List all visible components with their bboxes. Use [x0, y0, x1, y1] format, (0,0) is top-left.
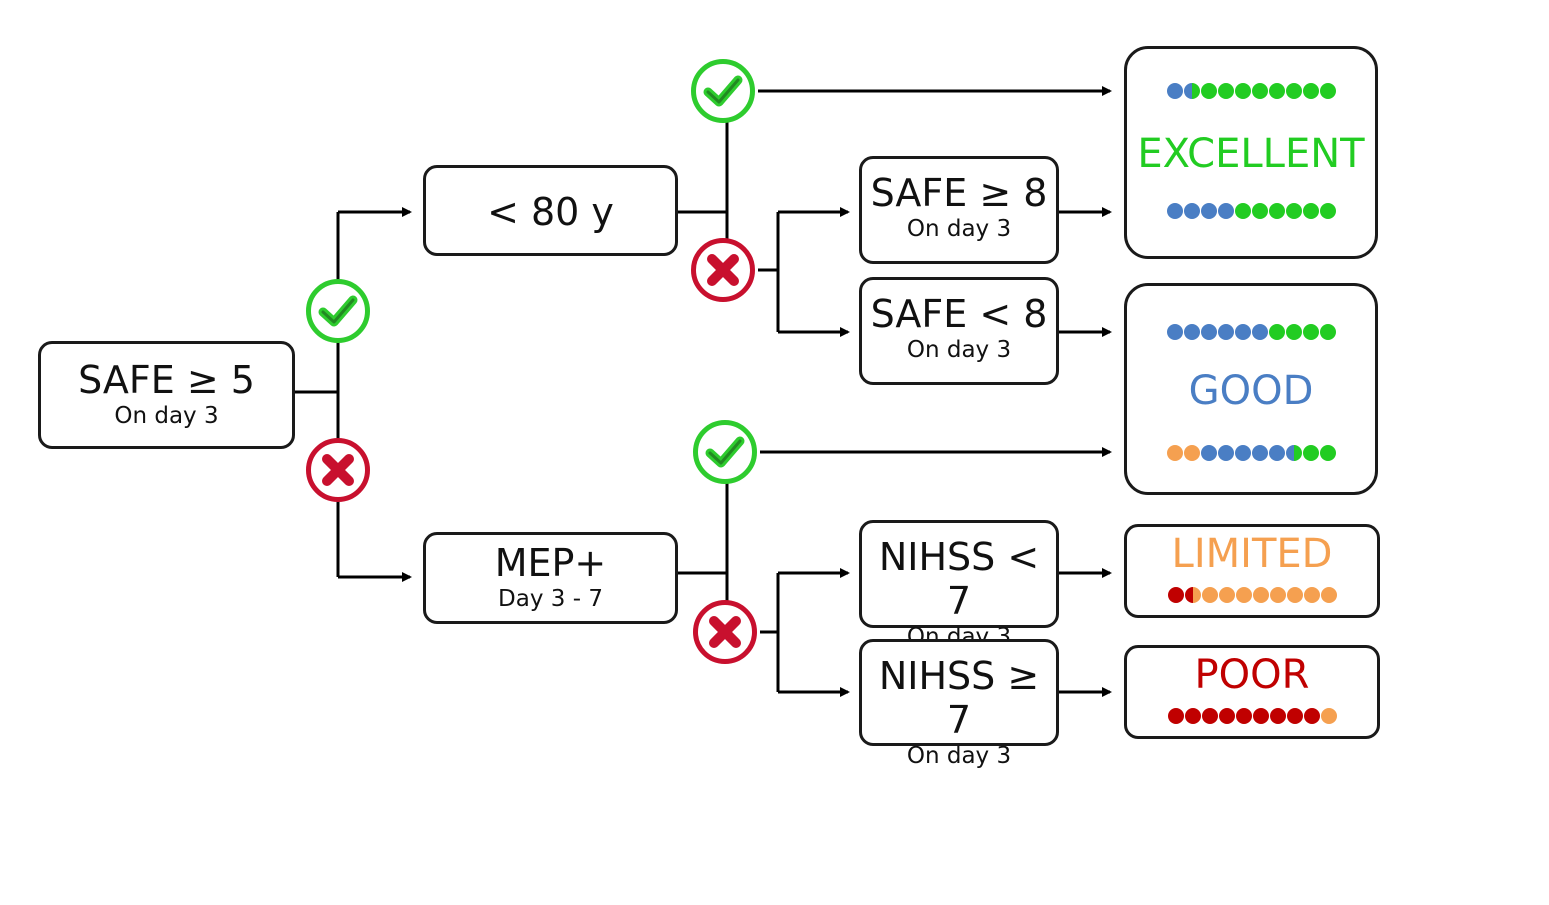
dot-orange	[1235, 587, 1252, 603]
node-mep: MEP+ Day 3 - 7	[423, 532, 678, 624]
node-safe8-lt-subtitle: On day 3	[906, 337, 1012, 363]
outcome-excellent: EXCELLENT	[1124, 46, 1378, 259]
dot-blue-green	[1183, 83, 1200, 99]
dot-green	[1285, 83, 1302, 99]
dot-blue	[1166, 83, 1183, 99]
outcome-good: GOOD	[1124, 283, 1378, 495]
dot-green	[1285, 203, 1302, 219]
dot-green	[1217, 83, 1234, 99]
outcome-good-label: GOOD	[1188, 368, 1314, 414]
outcome-limited: LIMITED	[1124, 524, 1380, 618]
cross-icon	[691, 238, 755, 302]
dot-blue	[1183, 324, 1200, 340]
dot-green	[1251, 203, 1268, 219]
dot-green	[1319, 203, 1336, 219]
dot-orange	[1286, 587, 1303, 603]
dot-blue	[1217, 203, 1234, 219]
outcome-poor: POOR	[1124, 645, 1380, 739]
dot-row-excellent-bottom	[1127, 203, 1375, 221]
dot-green	[1302, 445, 1319, 461]
cross-icon	[306, 438, 370, 502]
dot-blue	[1234, 324, 1251, 340]
node-nihss-lt-title: NIHSS < 7	[878, 535, 1040, 623]
dot-row-good-bottom	[1127, 445, 1375, 463]
node-nihss-ge-subtitle: On day 3	[906, 743, 1012, 769]
dot-red	[1286, 708, 1303, 724]
dot-red	[1201, 708, 1218, 724]
dot-row-good-top	[1127, 324, 1375, 342]
dot-green	[1234, 83, 1251, 99]
dot-row-poor	[1127, 708, 1377, 726]
dot-orange	[1201, 587, 1218, 603]
dot-red	[1252, 708, 1269, 724]
outcome-excellent-label: EXCELLENT	[1137, 131, 1365, 177]
check-icon	[691, 59, 755, 123]
dot-green	[1319, 83, 1336, 99]
node-age-title: < 80 y	[487, 190, 614, 234]
dot-green	[1234, 203, 1251, 219]
dot-row-excellent-top	[1127, 83, 1375, 101]
dot-blue	[1251, 445, 1268, 461]
dot-red	[1167, 708, 1184, 724]
dot-blue	[1251, 324, 1268, 340]
dot-green	[1319, 324, 1336, 340]
dot-red	[1303, 708, 1320, 724]
node-safe5-subtitle: On day 3	[114, 403, 219, 429]
dot-green	[1268, 324, 1285, 340]
node-age: < 80 y	[423, 165, 678, 256]
node-mep-subtitle: Day 3 - 7	[498, 586, 603, 612]
dot-red	[1269, 708, 1286, 724]
cross-icon	[693, 600, 757, 664]
dot-orange	[1252, 587, 1269, 603]
dot-red-orange	[1184, 587, 1201, 603]
dot-blue	[1166, 324, 1183, 340]
dot-red	[1218, 708, 1235, 724]
dot-blue	[1200, 203, 1217, 219]
dot-blue-green	[1285, 445, 1302, 461]
dot-green	[1268, 83, 1285, 99]
dot-green	[1302, 203, 1319, 219]
node-safe8-ge: SAFE ≥ 8 On day 3	[859, 156, 1059, 264]
node-safe8-lt: SAFE < 8 On day 3	[859, 277, 1059, 385]
dot-red	[1184, 708, 1201, 724]
dot-green	[1285, 324, 1302, 340]
outcome-limited-label: LIMITED	[1171, 531, 1333, 577]
dot-red	[1167, 587, 1184, 603]
dot-orange	[1320, 587, 1337, 603]
dot-orange	[1320, 708, 1337, 724]
dot-blue	[1183, 203, 1200, 219]
dot-row-limited	[1127, 587, 1377, 605]
dot-blue	[1200, 324, 1217, 340]
node-mep-title: MEP+	[494, 541, 607, 585]
dot-orange	[1269, 587, 1286, 603]
dot-green	[1251, 83, 1268, 99]
node-safe8-ge-title: SAFE ≥ 8	[870, 171, 1048, 215]
dot-blue	[1166, 203, 1183, 219]
dot-blue	[1234, 445, 1251, 461]
dot-blue	[1200, 445, 1217, 461]
outcome-poor-label: POOR	[1194, 652, 1310, 698]
dot-green	[1302, 83, 1319, 99]
node-nihss-ge-title: NIHSS ≥ 7	[878, 654, 1040, 742]
dot-blue	[1268, 445, 1285, 461]
node-nihss-ge: NIHSS ≥ 7 On day 3	[859, 639, 1059, 769]
dot-blue	[1217, 324, 1234, 340]
dot-green	[1200, 83, 1217, 99]
node-safe5-title: SAFE ≥ 5	[78, 358, 255, 402]
node-safe5: SAFE ≥ 5 On day 3	[38, 341, 295, 449]
dot-blue	[1217, 445, 1234, 461]
dot-orange	[1218, 587, 1235, 603]
dot-orange	[1166, 445, 1183, 461]
node-safe8-lt-title: SAFE < 8	[870, 292, 1048, 336]
check-icon	[693, 420, 757, 484]
dot-green	[1319, 445, 1336, 461]
node-nihss-lt: NIHSS < 7 On day 3	[859, 520, 1059, 650]
dot-green	[1302, 324, 1319, 340]
dot-green	[1268, 203, 1285, 219]
check-icon	[306, 279, 370, 343]
dot-red	[1235, 708, 1252, 724]
node-safe8-ge-subtitle: On day 3	[906, 216, 1012, 242]
dot-orange	[1303, 587, 1320, 603]
dot-orange	[1183, 445, 1200, 461]
